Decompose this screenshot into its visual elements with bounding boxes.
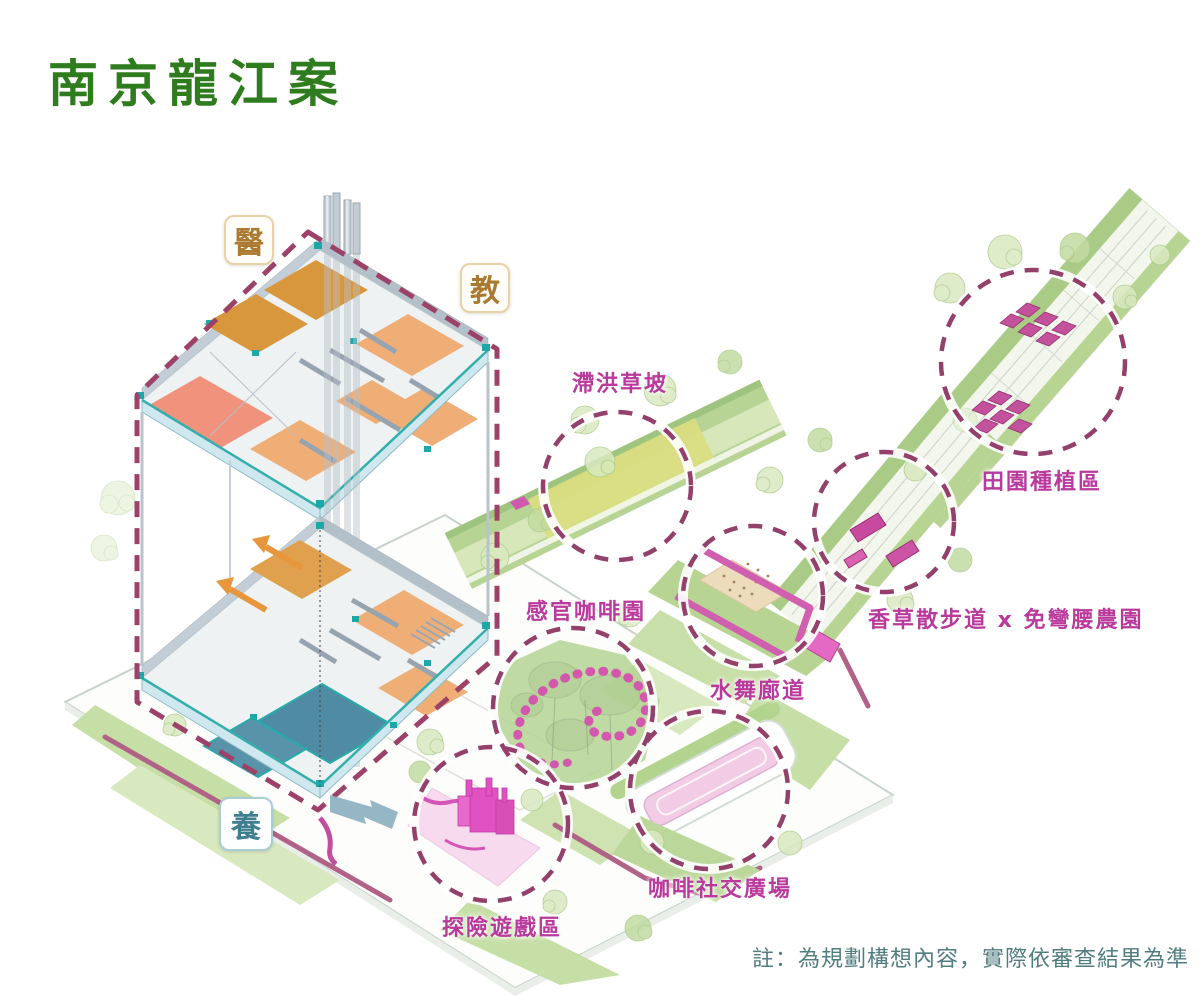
teal-caps-lower	[136, 522, 490, 787]
pink-path-arrow	[318, 816, 338, 866]
water-corridor-area	[628, 544, 841, 704]
stairs	[410, 617, 456, 649]
badge-education: 教	[460, 263, 510, 313]
circle-coffee-plaza	[627, 708, 791, 872]
building-boundary-dashed	[134, 229, 500, 813]
circle-adventure-play	[411, 744, 571, 904]
herb-planters	[510, 496, 920, 569]
feature-circles	[409, 265, 1130, 906]
badge-medical: 醫	[224, 215, 274, 265]
stepping-stone-path	[513, 666, 651, 753]
circle-flood-slope	[540, 409, 694, 563]
sensory-coffee-garden	[495, 640, 660, 790]
blue-arrow	[330, 795, 398, 829]
flow-arrows	[318, 795, 398, 866]
label-sensory-coffee: 感官咖啡園	[526, 600, 647, 625]
circle-herb-path	[811, 449, 957, 595]
partition-walls	[298, 327, 448, 465]
grass-slope	[528, 417, 717, 545]
planter-boxes-upper	[971, 302, 1077, 434]
teal-room-1	[256, 682, 396, 765]
label-adventure-play: 探險遊戲區	[442, 916, 563, 941]
page-title: 南京龍江案	[48, 55, 348, 113]
label-herb-path: 香草散步道 x 免彎腰農園	[868, 608, 1144, 633]
exit-arrows	[216, 535, 304, 613]
badge-medical-label: 醫	[234, 226, 264, 261]
badge-care-label: 養	[231, 810, 261, 845]
label-garden-planting: 田園種植區	[982, 470, 1103, 495]
label-coffee-plaza: 咖啡社交廣場	[648, 877, 793, 902]
label-flood-slope: 滯洪草坡	[572, 372, 669, 397]
building	[134, 192, 500, 813]
label-water-corridor: 水舞廊道	[710, 679, 807, 704]
adventure-play-area	[407, 777, 541, 887]
salmon-room	[144, 376, 273, 450]
upper-floor-plate	[136, 237, 490, 522]
badge-care: 養	[219, 797, 273, 851]
partition-walls-lower	[298, 597, 442, 682]
lower-floor-plate	[136, 515, 490, 800]
circle-sensory-coffee	[490, 625, 656, 791]
playground-structure	[457, 777, 515, 835]
disclaimer-note: 註：為規劃構想內容，實際依審查結果為準	[752, 947, 1190, 972]
circle-water-corridor	[680, 523, 826, 669]
circle-garden-planting	[938, 267, 1128, 457]
badge-education-label: 教	[470, 274, 500, 309]
water-path	[698, 544, 814, 644]
